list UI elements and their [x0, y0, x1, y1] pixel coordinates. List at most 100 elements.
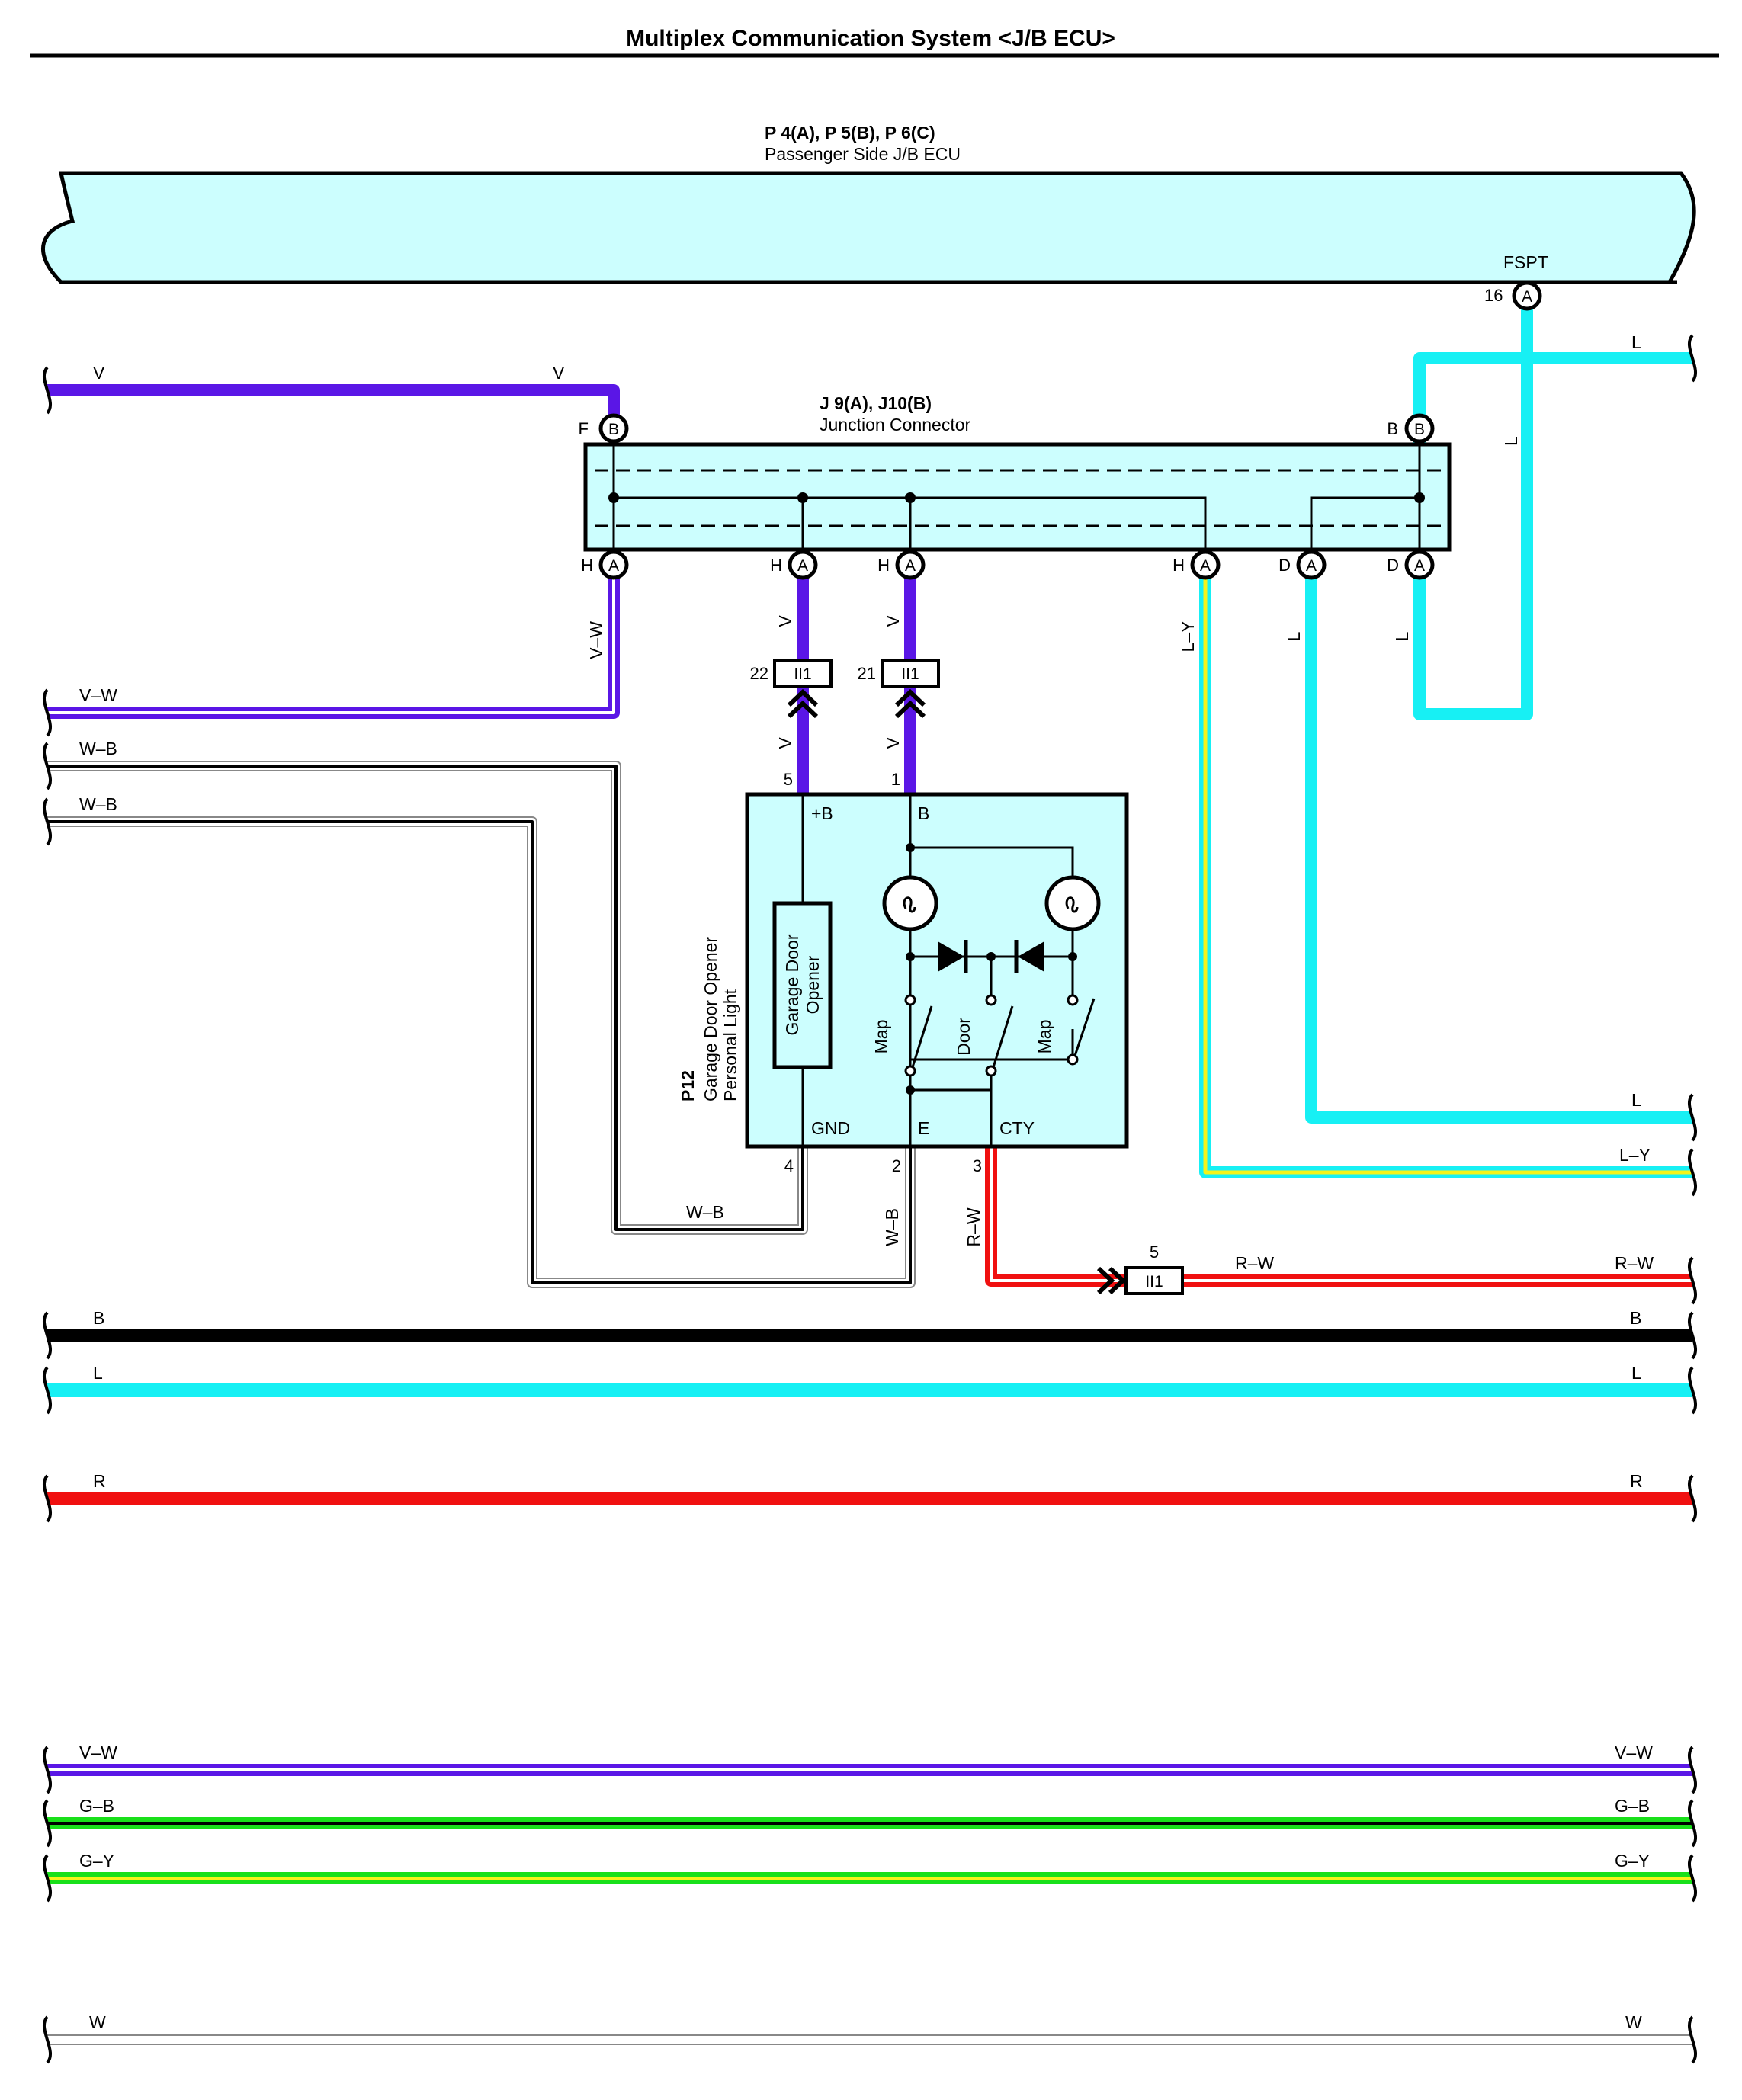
- wire-label-v-22-upper: V: [775, 615, 795, 627]
- junction-pin-h3: A H: [877, 550, 926, 580]
- wire-label-l-right: L: [1631, 1090, 1641, 1110]
- wire-label-v-top: V: [553, 363, 565, 383]
- wire-label-wb-bottom: W–B: [686, 1202, 724, 1222]
- svg-text:B: B: [608, 421, 619, 438]
- svg-text:H: H: [1173, 556, 1185, 575]
- ecu-name: Passenger Side J/B ECU: [765, 144, 961, 164]
- junction-pin-h1: A H: [581, 550, 629, 580]
- pin-1: 1: [891, 770, 900, 789]
- wire-label-r-left: R: [93, 1471, 106, 1491]
- wire-label-vw-vertical: V–W: [586, 621, 606, 659]
- device-name-2: Personal Light: [720, 989, 740, 1101]
- svg-text:II1: II1: [794, 665, 811, 683]
- switch-label-door: Door: [954, 1018, 974, 1056]
- wire-label-w-right: W: [1625, 2012, 1642, 2032]
- ecu-terminal: FSPT: [1503, 252, 1548, 272]
- wire-label-b-left: B: [93, 1308, 104, 1328]
- wire-label-v-22-lower: V: [775, 737, 795, 749]
- page-title: Multiplex Communication System <J/B ECU>: [626, 26, 1115, 51]
- svg-text:D: D: [1278, 556, 1291, 575]
- wire-label-v-21-upper: V: [883, 615, 903, 627]
- wire-label-wb-2: W–B: [79, 794, 117, 814]
- wire-label-ly-vertical: L–Y: [1178, 621, 1198, 652]
- svg-text:A: A: [608, 557, 619, 575]
- wire-label-gy-right: G–Y: [1615, 1851, 1650, 1871]
- module-label-1: Garage Door: [782, 934, 802, 1035]
- svg-text:B: B: [1387, 419, 1398, 438]
- svg-text:A: A: [1414, 557, 1425, 575]
- svg-text:H: H: [581, 556, 593, 575]
- junction-pin-d1: A D: [1278, 550, 1327, 580]
- junction-code: J 9(A), J10(B): [820, 393, 932, 413]
- junction-pin-f: B F: [579, 413, 629, 444]
- terminal-e: E: [918, 1118, 929, 1138]
- switch-map-left-icon: [904, 994, 933, 1077]
- wire-label-l-vertical-ecu: L: [1501, 436, 1521, 446]
- ecu-code: P 4(A), P 5(B), P 6(C): [765, 123, 935, 143]
- wire-label-gy-left: G–Y: [79, 1851, 114, 1871]
- svg-text:A: A: [1306, 557, 1317, 575]
- pin-4: 4: [784, 1156, 794, 1175]
- wire-label-wb-vertical: W–B: [882, 1208, 902, 1246]
- ecu-pin-a: A: [1512, 281, 1542, 311]
- wire-label-rw-right: R–W: [1615, 1253, 1654, 1273]
- svg-text:21: 21: [858, 664, 876, 683]
- svg-text:F: F: [579, 419, 589, 438]
- terminal-b: B: [918, 803, 929, 823]
- pin-3: 3: [973, 1156, 982, 1175]
- wire-label-l-top-right: L: [1631, 332, 1641, 352]
- junction-pin-h2: A H: [770, 550, 818, 580]
- wire-label-l-bus-right: L: [1631, 1363, 1641, 1383]
- device-name-1: Garage Door Opener: [701, 937, 720, 1101]
- break-marks: [42, 334, 1698, 2064]
- svg-text:A: A: [1522, 288, 1532, 306]
- svg-text:H: H: [770, 556, 782, 575]
- wire-label-gb-right: G–B: [1615, 1796, 1650, 1816]
- svg-text:II1: II1: [901, 665, 919, 683]
- svg-text:H: H: [877, 556, 890, 575]
- terminal-cty: CTY: [999, 1118, 1035, 1138]
- connector-ii1-5: II1 5: [1096, 1242, 1184, 1295]
- wire-label-v-21-lower: V: [883, 737, 903, 749]
- switch-label-map-left: Map: [871, 1020, 891, 1054]
- terminal-gnd: GND: [811, 1118, 850, 1138]
- module-label-2: Opener: [803, 955, 823, 1014]
- junction-pin-d2: A D: [1387, 550, 1435, 580]
- svg-text:B: B: [1414, 421, 1425, 438]
- svg-text:A: A: [1200, 557, 1211, 575]
- svg-text:A: A: [797, 557, 808, 575]
- diode-left-icon: [938, 940, 968, 973]
- switch-map-right-icon: [1067, 994, 1096, 1066]
- wire-label-v-left: V: [93, 363, 105, 383]
- wire-label-vw-bus-right: V–W: [1615, 1743, 1653, 1762]
- pin-2: 2: [892, 1156, 901, 1175]
- connector-ii1-21: II1 21: [858, 659, 940, 719]
- svg-text:A: A: [905, 557, 916, 575]
- wire-label-ly-right: L–Y: [1619, 1145, 1651, 1165]
- device-code: P12: [678, 1070, 698, 1101]
- wire-label-l-vertical-2: L: [1392, 631, 1412, 641]
- terminal-plusb: +B: [811, 803, 833, 823]
- connector-ii1-22: II1 22: [750, 659, 833, 719]
- wire-label-l-vertical-1: L: [1284, 631, 1304, 641]
- pin-5: 5: [784, 770, 793, 789]
- junction-name: Junction Connector: [820, 415, 971, 434]
- bulb-right-icon: [1044, 875, 1101, 931]
- ecu-body: [40, 171, 1696, 284]
- wire-label-rw-vertical: R–W: [964, 1207, 983, 1246]
- wire-label-b-right: B: [1630, 1308, 1641, 1328]
- diode-right-icon: [1014, 940, 1044, 973]
- wire-label-vw-left: V–W: [79, 685, 117, 705]
- wire-label-gb-left: G–B: [79, 1796, 114, 1816]
- ecu-pin: 16: [1484, 286, 1503, 305]
- wire-label-wb-1: W–B: [79, 739, 117, 758]
- switch-door-icon: [985, 994, 1014, 1077]
- junction-pin-b: B B: [1387, 413, 1435, 444]
- wire-label-l-left: L: [93, 1363, 103, 1383]
- svg-text:5: 5: [1150, 1242, 1159, 1262]
- wire-label-vw-bus-left: V–W: [79, 1743, 117, 1762]
- switch-label-map-right: Map: [1035, 1020, 1054, 1054]
- wire-label-w-left: W: [89, 2012, 106, 2032]
- bulb-left-icon: [882, 875, 938, 931]
